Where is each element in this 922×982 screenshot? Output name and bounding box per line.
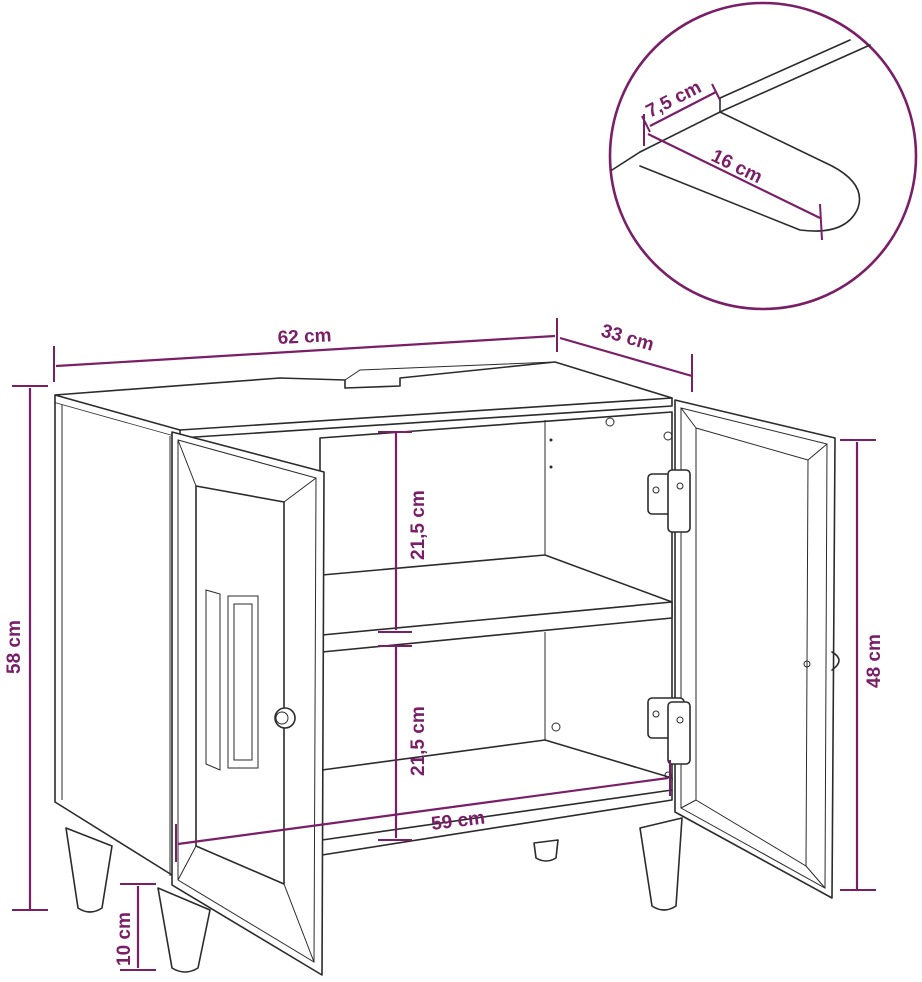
left-door-knob[interactable]: [274, 707, 296, 729]
leg-front-right: [639, 817, 683, 911]
left-door[interactable]: [171, 431, 325, 976]
detail-circle: 7,5 cm 16 cm: [608, 1, 918, 311]
leg-height-label: 10 cm: [114, 912, 135, 966]
width-dimension: 62 cm: [53, 318, 558, 382]
leg-back-right: [533, 839, 559, 862]
left-door-ornament: [227, 595, 259, 769]
right-door[interactable]: [647, 399, 840, 899]
door-height-dimension: 48 cm: [840, 439, 885, 891]
upper-compartment-dimension: 21,5 cm: [378, 431, 429, 633]
height-dimension: 58 cm: [4, 385, 48, 911]
cutout-width-dim-line: [647, 133, 821, 219]
depth-label: 33 cm: [599, 321, 657, 356]
cabinet-top: [54, 361, 673, 431]
lower-hinge: [647, 697, 691, 765]
door-height-label: 48 cm: [864, 634, 885, 688]
cabinet: [54, 361, 683, 973]
upper-compartment-label: 21,5 cm: [408, 490, 429, 560]
left-side-panel: [54, 402, 181, 881]
lower-compartment-label: 21,5 cm: [408, 706, 429, 776]
upper-hinge: [647, 469, 691, 533]
leg-back-left: [65, 827, 113, 913]
cutout-depth-dim-line: [649, 91, 717, 127]
right-door-knob[interactable]: [831, 651, 840, 671]
height-label: 58 cm: [4, 620, 25, 674]
leg-front-left: [157, 887, 211, 973]
lower-compartment-dimension: 21,5 cm: [378, 645, 429, 841]
leg-height-dimension: 10 cm: [114, 883, 156, 971]
width-label: 62 cm: [277, 325, 332, 349]
